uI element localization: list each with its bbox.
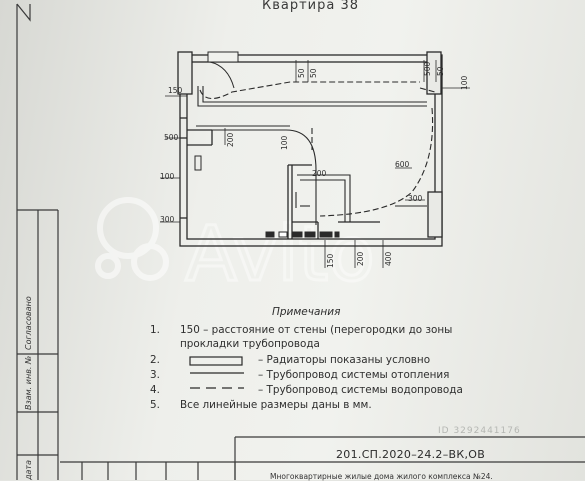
radiator xyxy=(265,231,275,238)
water-pipeline xyxy=(199,81,436,217)
note-4-number: 4. xyxy=(150,384,160,396)
dim-bottom-1: 150 xyxy=(326,253,335,268)
note-5-text: Все линейные размеры даны в мм. xyxy=(180,399,372,411)
dim-left-2: 500 xyxy=(164,133,179,142)
dim-left-3: 100 xyxy=(160,172,175,181)
radiator xyxy=(194,155,202,171)
dim-bottom-2: 200 xyxy=(356,251,365,266)
document-code: 201.СП.2020–24.2–ВК,ОВ xyxy=(336,448,486,461)
note-3-text: – Трубопровод системы отопления xyxy=(258,369,450,381)
dim-left-1: 150 xyxy=(168,86,183,95)
title-block xyxy=(60,436,585,480)
radiator xyxy=(291,231,303,238)
plan-title: Квартира 38 xyxy=(262,0,360,13)
note-4-text: – Трубопровод системы водопровода xyxy=(258,384,463,396)
side-label-inventory: Взам. инв. № xyxy=(24,355,33,410)
dimension-lines xyxy=(160,60,470,268)
side-label-approved: Согласовано xyxy=(24,296,33,350)
note-1-number: 1. xyxy=(150,324,160,336)
dim-top-1: 50 xyxy=(297,68,306,78)
dim-interior-2: 100 xyxy=(280,135,289,150)
heating-pipeline xyxy=(196,86,427,225)
document-description: Многоквартирные жилые дома жилого компле… xyxy=(270,472,493,481)
entrance-door xyxy=(207,51,239,89)
note-1-cont-text: прокладки трубопровода xyxy=(180,338,320,350)
dim-interior-1: 200 xyxy=(226,132,235,147)
dim-top-2: 50 xyxy=(309,68,318,78)
dim-interior-5: 300 xyxy=(408,194,423,203)
note-2-text: – Радиаторы показаны условно xyxy=(258,354,431,366)
radiator xyxy=(278,231,288,238)
radiator xyxy=(334,231,340,238)
radiator xyxy=(319,231,333,238)
sheet-frame xyxy=(16,3,59,480)
radiators xyxy=(194,155,340,238)
dim-top-5: 100 xyxy=(460,75,469,90)
dim-interior-3: 200 xyxy=(312,169,327,178)
watermark-text: Avito xyxy=(185,209,375,298)
radiator xyxy=(304,231,316,238)
note-1-text: 150 – расстояние от стены (перегородки д… xyxy=(180,324,453,336)
note-5-number: 5. xyxy=(150,399,160,411)
dim-bottom-3: 400 xyxy=(384,251,393,266)
dim-left-4: 300 xyxy=(160,215,175,224)
legend-radiator-symbol xyxy=(189,356,243,366)
watermark: Avito xyxy=(95,197,376,300)
notes-heading: Примечания xyxy=(272,306,341,318)
side-label-date: дата xyxy=(24,460,33,480)
legend-symbols xyxy=(189,356,244,389)
watermark-id: ID 3292441176 xyxy=(438,426,521,436)
dim-top-3: 500 xyxy=(423,61,432,76)
dim-top-4: 50 xyxy=(436,66,445,76)
dim-interior-4: 600 xyxy=(395,160,410,169)
note-2-number: 2. xyxy=(150,354,160,366)
note-3-number: 3. xyxy=(150,369,160,381)
